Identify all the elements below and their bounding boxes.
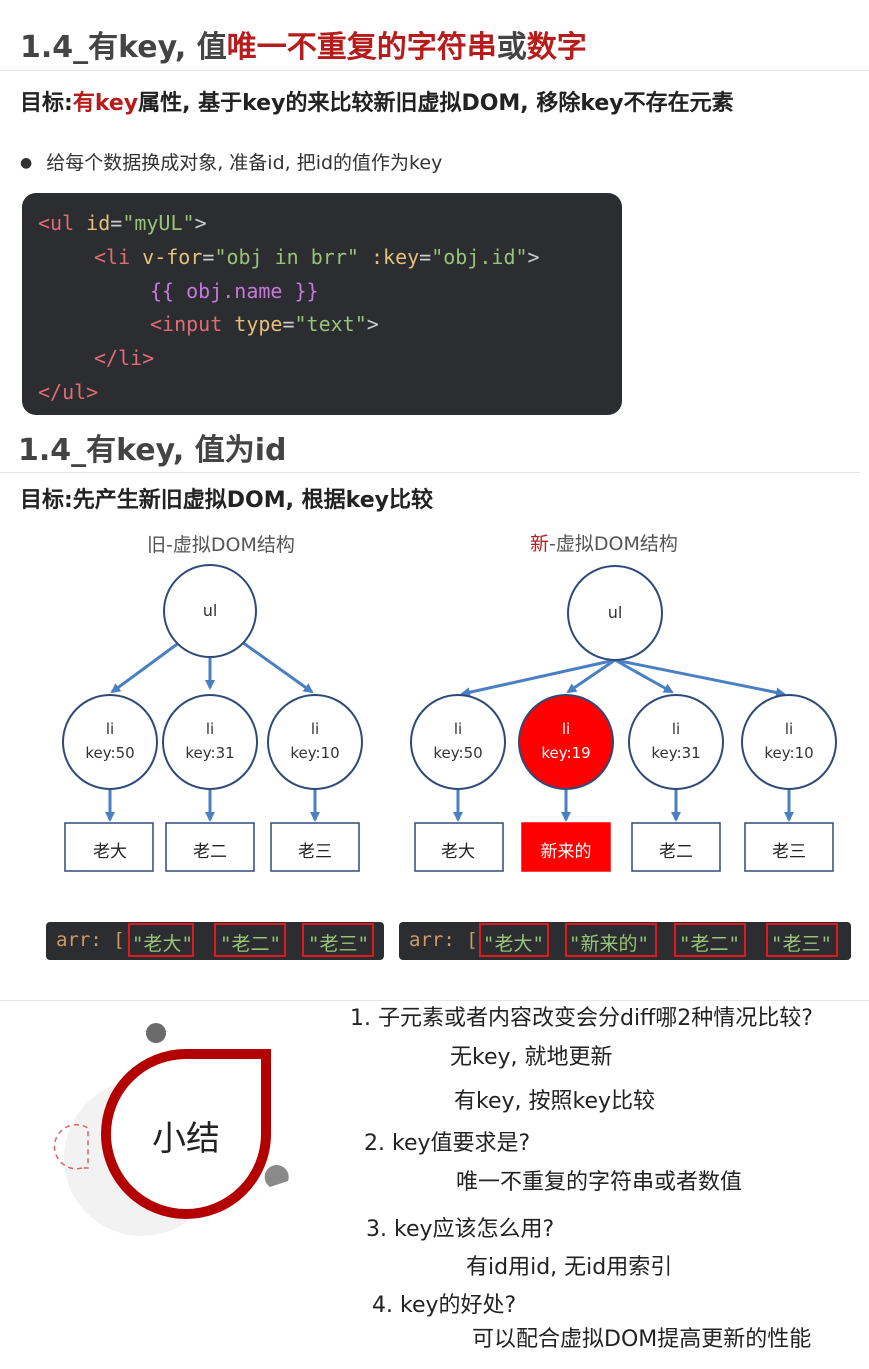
arr-prefix: arr: [ xyxy=(409,929,478,951)
section2-goal: 目标:先产生新旧虚拟DOM, 根据key比较 xyxy=(20,488,433,513)
new-tree-title: 新-虚拟DOM结构 xyxy=(530,529,678,556)
bullet-item: ● 给每个数据换成对象, 准备id, 把id的值作为key xyxy=(20,148,442,175)
new-root-node xyxy=(567,565,663,661)
new-key-label: key:19 xyxy=(541,744,591,763)
old-root-node xyxy=(163,564,257,658)
old-key-label: key:10 xyxy=(290,744,340,763)
title-red-1: 唯一不重复的 xyxy=(226,30,407,65)
new-arr-bar: arr: [ "老大" "新来的" "老二" "老三" xyxy=(399,922,851,960)
goal-rest: 属性, 基于key的来比较新旧虚拟DOM, 移除key不存在元素 xyxy=(138,91,734,116)
summary-q2: 2. key值要求是? xyxy=(364,1131,531,1156)
old-key-label: key:50 xyxy=(85,744,135,763)
new-li-node xyxy=(628,694,724,790)
new-li-label: li xyxy=(671,720,681,739)
old-leaf-box xyxy=(64,822,154,872)
old-leaf-box xyxy=(270,822,360,872)
new-key-label: key:50 xyxy=(433,744,483,763)
divider xyxy=(0,70,869,71)
new-li-label: li xyxy=(784,720,794,739)
section1-goal: 目标:有key属性, 基于key的来比较新旧虚拟DOM, 移除key不存在元素 xyxy=(20,85,734,117)
old-leaf-box xyxy=(165,822,255,872)
old-root-label: ul xyxy=(202,600,218,620)
new-leaf-label: 老大 xyxy=(441,841,475,862)
bullet-dot-icon: ● xyxy=(20,155,33,171)
goal-label: 目标: xyxy=(20,91,73,116)
title-red-2: 字符串 xyxy=(406,30,497,65)
summary-badge-graphic xyxy=(53,1023,289,1236)
code-line-3: {{ obj.name }} xyxy=(150,279,319,303)
summary-a3: 有id用id, 无id用索引 xyxy=(466,1255,673,1280)
code-line-1: <ul id="myUL"> xyxy=(38,211,207,235)
summary-a1a: 无key, 就地更新 xyxy=(450,1045,613,1070)
new-li-node xyxy=(741,694,837,790)
old-li-label: li xyxy=(205,720,215,739)
arr-item: "老二" xyxy=(220,933,281,955)
code-line-6: </ul> xyxy=(38,380,99,404)
new-li-label: li xyxy=(453,720,463,739)
new-li-node-highlight xyxy=(518,694,614,790)
arr-item: "老三" xyxy=(771,933,832,955)
arr-item: "老三" xyxy=(308,933,369,955)
summary-a2: 唯一不重复的字符串或者数值 xyxy=(456,1170,743,1195)
new-leaf-label: 新来的 xyxy=(540,841,592,862)
new-key-label: key:10 xyxy=(764,744,814,763)
vdom-diagram xyxy=(62,564,837,872)
summary-a4: 可以配合虚拟DOM提高更新的性能 xyxy=(472,1327,812,1352)
summary-q1: 1. 子元素或者内容改变会分diff哪2种情况比较? xyxy=(350,1006,813,1031)
new-li-node xyxy=(410,694,506,790)
divider-3 xyxy=(0,1000,869,1001)
title-mid: 或 xyxy=(496,30,527,65)
summary-q4: 4. key的好处? xyxy=(372,1293,517,1318)
summary-q3: 3. key应该怎么用? xyxy=(366,1217,555,1242)
section2-title: 1.4_有key, 值为id xyxy=(18,433,287,468)
code-line-4: <input type="text"> xyxy=(150,312,379,336)
goal-red: 有key xyxy=(72,91,139,116)
title-red-3: 数字 xyxy=(526,30,587,65)
new-tree-title-red: 新 xyxy=(530,533,550,555)
old-leaf-label: 老大 xyxy=(93,841,127,862)
old-key-label: key:31 xyxy=(185,744,235,763)
new-leaf-box-highlight xyxy=(521,822,611,872)
code-line-2: <li v-for="obj in brr" :key="obj.id"> xyxy=(94,245,540,269)
section1-title: 1.4_有key, 值唯一不重复的字符串或数字 xyxy=(20,22,587,66)
new-leaf-label: 老二 xyxy=(659,841,693,862)
arr-item: "老大" xyxy=(132,933,193,955)
old-li-node xyxy=(62,694,158,790)
bullet-text: 给每个数据换成对象, 准备id, 把id的值作为key xyxy=(46,152,443,174)
summary-badge-label: 小结 xyxy=(152,1119,220,1159)
old-arr-bar: arr: [ "老大" "老二" "老三" xyxy=(46,922,384,960)
new-leaf-label: 老三 xyxy=(772,841,806,862)
new-li-label: li xyxy=(561,720,571,739)
code-block: <ul id="myUL"> <li v-for="obj in brr" :k… xyxy=(22,193,622,415)
old-li-label: li xyxy=(310,720,320,739)
code-line-5: </li> xyxy=(94,346,155,370)
arr-item: "老大" xyxy=(483,933,544,955)
old-li-node xyxy=(267,694,363,790)
old-li-label: li xyxy=(105,720,115,739)
old-tree-title: 旧-虚拟DOM结构 xyxy=(147,534,295,556)
summary-a1b: 有key, 按照key比较 xyxy=(454,1089,656,1114)
old-leaf-label: 老二 xyxy=(193,841,227,862)
new-tree-title-rest: -虚拟DOM结构 xyxy=(549,533,678,555)
new-leaf-box xyxy=(744,822,834,872)
old-li-node xyxy=(162,694,258,790)
arr-item: "新来的" xyxy=(569,933,649,955)
new-root-label: ul xyxy=(607,602,623,622)
arr-item: "老二" xyxy=(679,933,740,955)
arr-prefix: arr: [ xyxy=(56,929,125,951)
divider-2 xyxy=(0,472,860,473)
new-leaf-box xyxy=(414,822,504,872)
new-leaf-box xyxy=(631,822,721,872)
old-leaf-label: 老三 xyxy=(298,841,332,862)
new-key-label: key:31 xyxy=(651,744,701,763)
title-prefix: 1.4_有key, 值 xyxy=(20,30,227,65)
